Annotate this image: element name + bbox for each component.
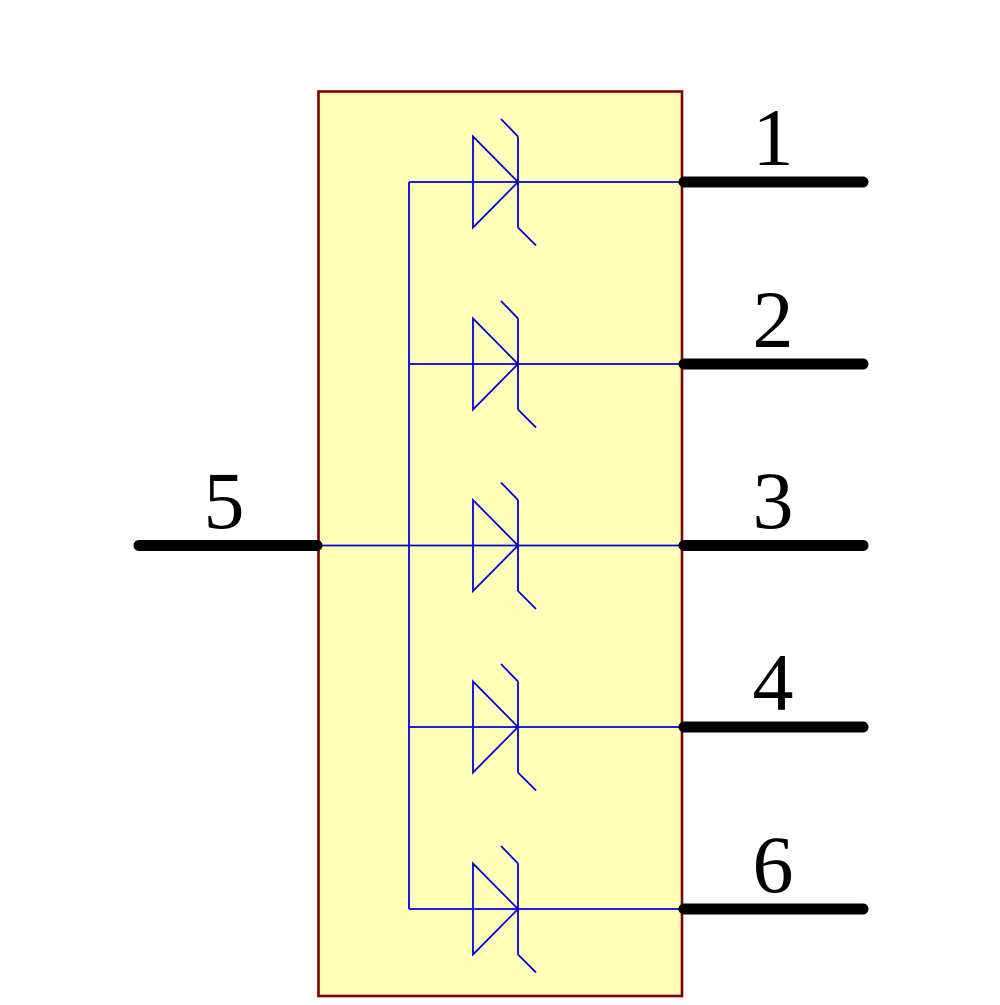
zener-diode-symbol-1 — [472, 118, 537, 247]
pin-number-label-4: 4 — [753, 637, 794, 728]
zener-diode-symbol-5 — [472, 845, 537, 974]
pin-number-label-5: 5 — [204, 455, 245, 546]
zener-diode-symbol-3 — [472, 481, 537, 610]
pin-number-label-3: 3 — [753, 455, 794, 546]
zener-diode-symbol-2 — [472, 300, 537, 429]
pin-number-label-6: 6 — [753, 819, 794, 910]
component-body[interactable] — [317, 90, 684, 998]
zener-diode-symbol-4 — [472, 663, 537, 792]
pin-number-label-1: 1 — [753, 92, 794, 183]
pin-number-label-2: 2 — [753, 274, 794, 365]
